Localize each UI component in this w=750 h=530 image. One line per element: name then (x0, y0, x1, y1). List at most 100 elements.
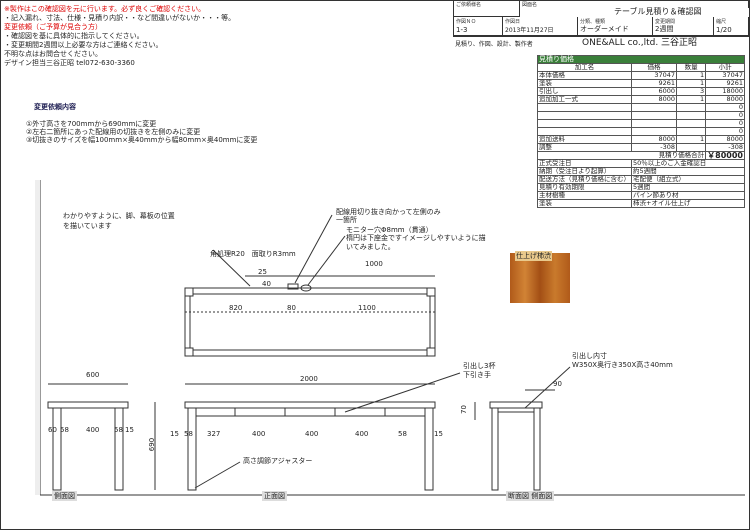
wire-cutout (287, 283, 299, 290)
plan-leg (426, 287, 436, 297)
class-cell: 分類、種類オーダーメイド (578, 17, 653, 36)
dim-1000: 1000 (365, 260, 383, 268)
label-side-view: 側面図 (52, 491, 77, 501)
work-no: 1-3 (456, 26, 468, 34)
dim-40: 40 (262, 280, 271, 288)
side-dim: 58 (114, 426, 123, 434)
side-dim: 60 (48, 426, 57, 434)
changes-title: 変更依頼内容 (34, 103, 76, 111)
info-row: 塗装柿渋+オイル仕上げ (537, 199, 745, 208)
front-dim: 15 (170, 430, 179, 438)
period-label: 変更期間 (655, 19, 676, 25)
side-leg (114, 407, 124, 491)
side-dim: 15 (125, 426, 134, 434)
dim-1100: 1100 (358, 304, 376, 312)
maker-value: ONE&ALL co.,ltd. 三谷正昭 (582, 38, 698, 48)
date: 2013年11月27日 (505, 27, 554, 34)
side-dim: 400 (86, 426, 100, 434)
drawer-inner-note-2: W350X奥行き350X高さ40mm (572, 361, 673, 369)
monitor-note: モニター穴Φ8mm（貫通） (346, 226, 433, 234)
front-dim: 400 (355, 430, 369, 438)
cut-note-2: 一箇所 (336, 216, 357, 224)
change-item-1: ①外寸高さを700mmから690mmに変更 (26, 120, 157, 128)
date-cell: 作図日 2013年11月27日 (503, 17, 578, 36)
change-item-2: ②左右二箇所にあった配線用の切抜きを左側のみに変更 (26, 128, 201, 136)
cut-note: 配線用切り抜き向かって左側のみ (336, 208, 441, 216)
period-value: 2週間 (655, 25, 674, 33)
front-leg (424, 407, 434, 491)
front-dim: 400 (305, 430, 319, 438)
dim-600: 600 (86, 371, 100, 379)
dim-25: 25 (258, 268, 267, 276)
legs-note-2: を描いています (63, 222, 112, 230)
class-value: オーダーメイド (580, 25, 629, 33)
scale-value: 1/20 (716, 26, 732, 34)
note-line-4: ・確認図を基に具体的に指示してください。 (4, 32, 144, 40)
note-line-5: ・変更期間2週間以上必要な方はご連絡ください。 (4, 41, 163, 49)
section-top (489, 401, 543, 409)
section-leg (491, 407, 499, 491)
leader-monitor (307, 235, 346, 286)
leader-adjuster (194, 461, 241, 489)
side-dim: 58 (60, 426, 69, 434)
plan-leg (426, 347, 436, 357)
customer-label: ご依頼様名 (456, 2, 482, 8)
label-section-view: 断面図 側面図 (506, 491, 555, 501)
front-dim: 58 (184, 430, 193, 438)
note-line-3: 変更依頼（ご予算が見合う方） (4, 23, 102, 31)
section-leg (533, 407, 541, 491)
plan-apron (189, 293, 431, 351)
work-no-label: 作図ＮＯ (456, 19, 477, 25)
dim-70: 70 (459, 405, 468, 414)
leader-corner (212, 249, 251, 287)
drawing-label: 図面名 (522, 2, 538, 8)
scale-label: 縮尺 (716, 19, 727, 25)
drawer-inner-note: 引出し内寸 (572, 352, 607, 360)
adjuster-note: 高さ調節アジャスター (243, 457, 313, 465)
front-dim: 327 (207, 430, 221, 438)
wall-hatch (35, 180, 40, 495)
dim-80: 80 (287, 304, 296, 312)
dim-820: 820 (229, 304, 243, 312)
drawing-title: テーブル見積り＆確認図 (614, 7, 702, 16)
class-label: 分類、種類 (580, 19, 606, 25)
monitor-note-2: 楕円は下座金ですイメージしやすいように描 (346, 234, 486, 242)
drawer-note-2: 下引き手 (463, 371, 491, 379)
front-top (184, 401, 436, 409)
monitor-note-3: いてみました。 (346, 243, 395, 251)
legs-note: わかりやすように、脚、幕板の位置 (63, 212, 175, 220)
dim-690: 690 (148, 437, 157, 452)
plan-leg (184, 347, 194, 357)
dim-2000: 2000 (300, 375, 318, 383)
corner-note: 角処理R20 面取りR3mm (210, 250, 296, 258)
note-line-6: 不明な点はお問合せください。 (4, 50, 102, 58)
leader-cut (294, 214, 333, 284)
front-leg (187, 407, 197, 491)
drawer-note: 引出し3杯 (463, 362, 496, 370)
plan-leg (184, 287, 194, 297)
front-dim: 400 (252, 430, 266, 438)
side-top (47, 401, 129, 409)
note-line-7: デザイン担当三谷正昭 tel072-630-3360 (4, 59, 135, 67)
date-label: 作図日 (505, 19, 521, 25)
front-dim: 15 (434, 430, 443, 438)
dim-90: 90 (553, 380, 562, 388)
drawing-label-cell: 図面名 (520, 0, 749, 8)
leader-drawer-inner (524, 366, 571, 409)
label-front-view: 正面図 (262, 491, 287, 501)
cell: 柿渋+オイル仕上げ (631, 199, 745, 208)
front-dim: 58 (398, 430, 407, 438)
maker-label: 見積り、作図、設計、製作者 (455, 41, 533, 48)
plan-top-outline (184, 287, 436, 357)
side-leg (52, 407, 62, 491)
note-line-1: ※製作はこの確認図を元に行います。必ず良くご確認ください。 (4, 5, 206, 13)
change-item-3: ③切抜きのサイズを幅100mm×奥40mmから幅80mm×奥40mmに変更 (26, 136, 258, 144)
note-line-2: ・記入漏れ、寸法、仕様・見積り内訳・・など間違いがないか・・・等。 (4, 14, 236, 22)
